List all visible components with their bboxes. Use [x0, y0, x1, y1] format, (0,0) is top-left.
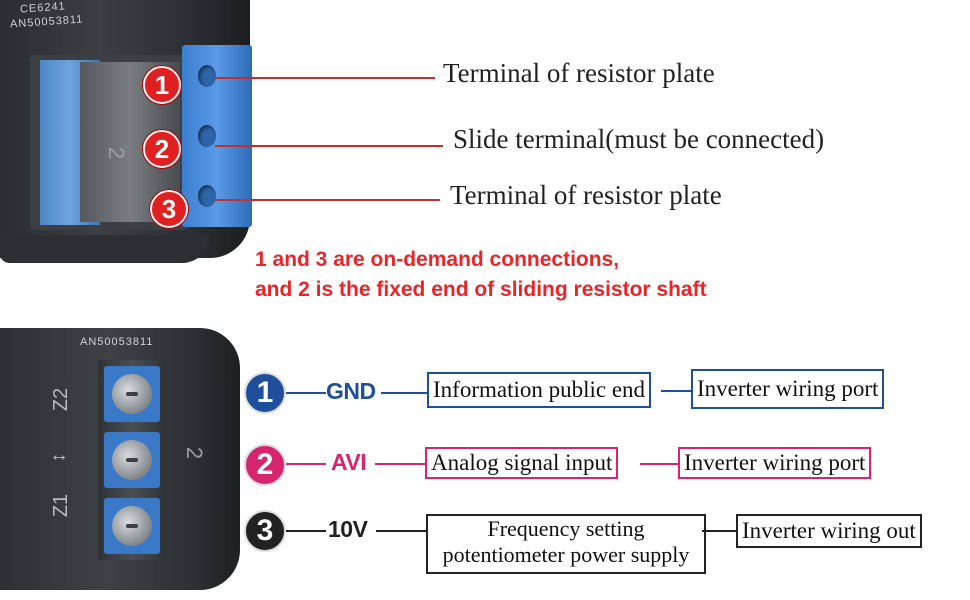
row-1-wire-b	[381, 392, 427, 394]
top-connector-edge	[0, 235, 210, 263]
callout-label-2: Slide terminal(must be connected)	[453, 124, 825, 154]
row-3-destination-box: Inverter wiring out	[736, 514, 922, 548]
row-2-signal: AVI	[331, 449, 367, 475]
row-1-number: 1	[244, 372, 286, 414]
row-2-wire-a	[286, 463, 326, 465]
callout-line-1	[215, 77, 435, 79]
callout-label-1: Terminal of resistor plate	[443, 58, 715, 88]
terminal-hole-1	[198, 65, 216, 87]
row-1-wire-a	[286, 392, 326, 394]
row-1-wire-c	[661, 390, 691, 392]
callout-badge-2: 2	[143, 130, 181, 168]
row-3-wire-c	[702, 530, 736, 532]
terminal-slot-2	[104, 432, 160, 488]
bottom-terminal-block	[98, 360, 166, 560]
terminal-hole-3	[198, 185, 216, 207]
row-3-wire-b	[376, 530, 426, 532]
row-1-signal: GND	[326, 378, 376, 404]
callout-line-2	[215, 145, 443, 147]
row-1-destination-box: Inverter wiring port	[691, 369, 885, 409]
row-3-description-box: Frequency setting potentiometer power su…	[426, 514, 706, 574]
row-2-wire-c	[640, 463, 678, 465]
terminal-hole-2	[198, 125, 216, 147]
note-line-2: and 2 is the fixed end of sliding resist…	[255, 278, 707, 301]
row-2-destination-box: Inverter wiring port	[678, 447, 872, 479]
callout-line-3	[215, 199, 440, 201]
terminal-slot-1	[104, 366, 160, 422]
screw-2-icon	[112, 440, 152, 480]
row-2-number: 2	[244, 444, 286, 486]
row-3-signal: 10V	[328, 516, 368, 542]
bottom-connector-side-mark: 2	[182, 446, 208, 460]
row-2-wire-b	[375, 463, 425, 465]
row-3-description-line-1: Frequency setting	[487, 516, 645, 541]
callout-badge-1: 1	[143, 66, 181, 104]
z1-label: Z1	[50, 493, 73, 518]
note-line-1: 1 and 3 are on-demand connections,	[255, 248, 620, 271]
row-3-description-line-2: potentiometer power supply	[442, 542, 690, 567]
row-3-number: 3	[244, 510, 286, 552]
bottom-connector-print: AN50053811	[80, 336, 154, 348]
callout-badge-3: 3	[150, 190, 188, 228]
terminal-slot-3	[104, 498, 160, 554]
row-2-description-box: Analog signal input	[425, 447, 619, 479]
arrow-label: ↕	[47, 452, 70, 463]
screw-3-icon	[112, 506, 152, 546]
row-1-description-box: Information public end	[427, 372, 652, 408]
top-connector-side-mark: 2	[104, 146, 130, 160]
z2-label: Z2	[50, 387, 73, 412]
row-3-wire-a	[286, 530, 326, 532]
screw-1-icon	[112, 374, 152, 414]
top-terminal-plate	[182, 45, 252, 227]
callout-label-3: Terminal of resistor plate	[450, 180, 722, 210]
